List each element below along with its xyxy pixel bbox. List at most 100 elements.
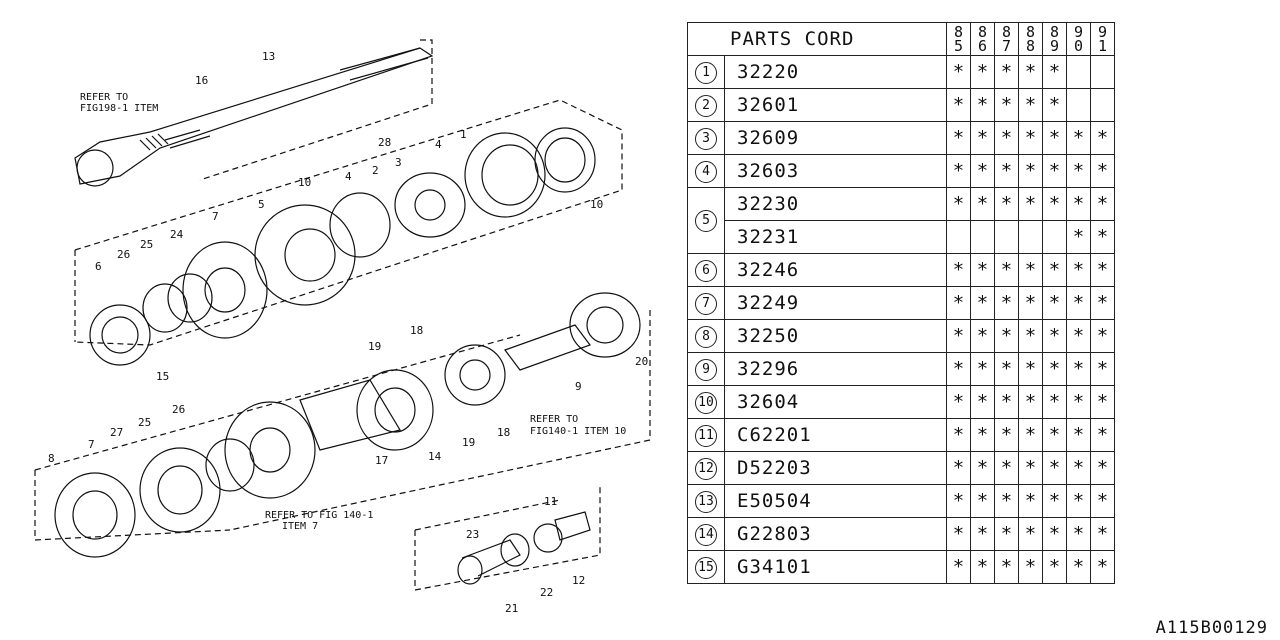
year-applicability-mark: * bbox=[1066, 319, 1091, 353]
year-applicability-mark: * bbox=[994, 451, 1019, 485]
year-applicability-mark: * bbox=[1042, 121, 1067, 155]
year-applicability-mark: * bbox=[970, 55, 995, 89]
year-applicability-mark: * bbox=[1066, 352, 1091, 386]
year-applicability-mark: * bbox=[970, 88, 995, 122]
year-applicability-mark bbox=[970, 220, 995, 254]
year-applicability-mark: * bbox=[994, 154, 1019, 188]
year-applicability-mark: * bbox=[946, 88, 971, 122]
year-applicability-mark: * bbox=[1090, 220, 1115, 254]
year-applicability-mark: * bbox=[994, 286, 1019, 320]
row-index-cell: 12 bbox=[687, 451, 725, 485]
part-code: E50504 bbox=[724, 484, 947, 518]
callout-label: 16 bbox=[195, 74, 208, 87]
year-applicability-mark: * bbox=[1066, 154, 1091, 188]
year-applicability-mark: * bbox=[946, 418, 971, 452]
year-applicability-mark: * bbox=[1090, 352, 1115, 386]
callout-label: 10 bbox=[590, 198, 603, 211]
year-applicability-mark: * bbox=[1018, 55, 1043, 89]
row-index-cell: 14 bbox=[687, 517, 725, 551]
callout-label: 26 bbox=[172, 403, 185, 416]
row-index: 4 bbox=[695, 160, 717, 183]
reference-note: FIG140-1 ITEM 10 bbox=[530, 426, 626, 437]
year-applicability-mark: * bbox=[946, 550, 971, 584]
row-index-cell: 9 bbox=[687, 352, 725, 386]
year-applicability-mark: * bbox=[946, 187, 971, 221]
row-index: 12 bbox=[695, 457, 717, 480]
year-applicability-mark: * bbox=[1090, 319, 1115, 353]
year-applicability-mark: * bbox=[946, 352, 971, 386]
callout-label: 19 bbox=[368, 340, 381, 353]
year-applicability-mark: * bbox=[946, 484, 971, 518]
callout-label: 15 bbox=[156, 370, 169, 383]
upper-gear-set bbox=[89, 127, 596, 366]
year-applicability-mark: * bbox=[1066, 418, 1091, 452]
row-index-cell: 5 bbox=[687, 187, 725, 254]
year-applicability-mark: * bbox=[1066, 286, 1091, 320]
row-index: 8 bbox=[695, 325, 717, 348]
row-index: 2 bbox=[695, 94, 717, 117]
exploded-parts-diagram: 13 16 28 1 3 4 2 4 10 10 5 7 24 25 26 6 … bbox=[34, 39, 651, 615]
callout-label: 28 bbox=[378, 136, 391, 149]
year-applicability-mark: * bbox=[994, 517, 1019, 551]
year-applicability-mark: * bbox=[970, 253, 995, 287]
year-applicability-mark: * bbox=[1066, 187, 1091, 221]
callout-label: 25 bbox=[138, 416, 151, 429]
part-code: 32609 bbox=[724, 121, 947, 155]
year-applicability-mark: * bbox=[970, 154, 995, 188]
year-applicability-mark: * bbox=[1090, 451, 1115, 485]
callout-label: 11 bbox=[544, 495, 557, 508]
year-applicability-mark bbox=[1090, 88, 1115, 122]
callout-label: 18 bbox=[497, 426, 510, 439]
part-code: 32230 bbox=[724, 187, 947, 221]
year-applicability-mark: * bbox=[1018, 253, 1043, 287]
year-applicability-mark: * bbox=[970, 187, 995, 221]
row-index: 3 bbox=[695, 127, 717, 150]
year-applicability-mark: * bbox=[946, 451, 971, 485]
callout-label: 8 bbox=[48, 452, 55, 465]
year-applicability-mark: * bbox=[946, 55, 971, 89]
callout-label: 19 bbox=[462, 436, 475, 449]
year-applicability-mark: * bbox=[1066, 550, 1091, 584]
year-applicability-mark: * bbox=[946, 121, 971, 155]
callout-label: 14 bbox=[428, 450, 442, 463]
callout-label: 10 bbox=[298, 176, 311, 189]
year-applicability-mark: * bbox=[1090, 550, 1115, 584]
year-applicability-mark: * bbox=[1018, 550, 1043, 584]
year-applicability-mark: * bbox=[1090, 385, 1115, 419]
row-index: 15 bbox=[695, 556, 717, 579]
table-row: 32231 ** bbox=[688, 220, 1115, 254]
year-applicability-mark: * bbox=[970, 517, 995, 551]
year-applicability-mark: * bbox=[994, 253, 1019, 287]
year-applicability-mark: * bbox=[946, 319, 971, 353]
year-applicability-mark bbox=[1090, 55, 1115, 89]
reference-note: FIG198-1 ITEM bbox=[80, 103, 158, 114]
callout-label: 7 bbox=[212, 210, 219, 223]
year-applicability-mark: * bbox=[946, 385, 971, 419]
year-applicability-mark: * bbox=[1066, 220, 1091, 254]
year-applicability-mark: * bbox=[970, 385, 995, 419]
year-applicability-mark bbox=[1042, 220, 1067, 254]
year-applicability-mark: * bbox=[1042, 154, 1067, 188]
part-code: 32231 bbox=[724, 220, 947, 254]
year-applicability-mark: * bbox=[1042, 451, 1067, 485]
catalog-id: A115B00129 bbox=[1155, 618, 1268, 638]
part-code: 32604 bbox=[724, 385, 947, 419]
row-index-cell: 11 bbox=[687, 418, 725, 452]
part-code: 32296 bbox=[724, 352, 947, 386]
callout-label: 7 bbox=[88, 438, 95, 451]
year-applicability-mark: * bbox=[1042, 286, 1067, 320]
row-index: 7 bbox=[695, 292, 717, 315]
year-applicability-mark: * bbox=[970, 550, 995, 584]
year-applicability-mark: * bbox=[1042, 385, 1067, 419]
year-applicability-mark: * bbox=[1018, 154, 1043, 188]
part-code: 32246 bbox=[724, 253, 947, 287]
row-index: 14 bbox=[695, 523, 717, 546]
